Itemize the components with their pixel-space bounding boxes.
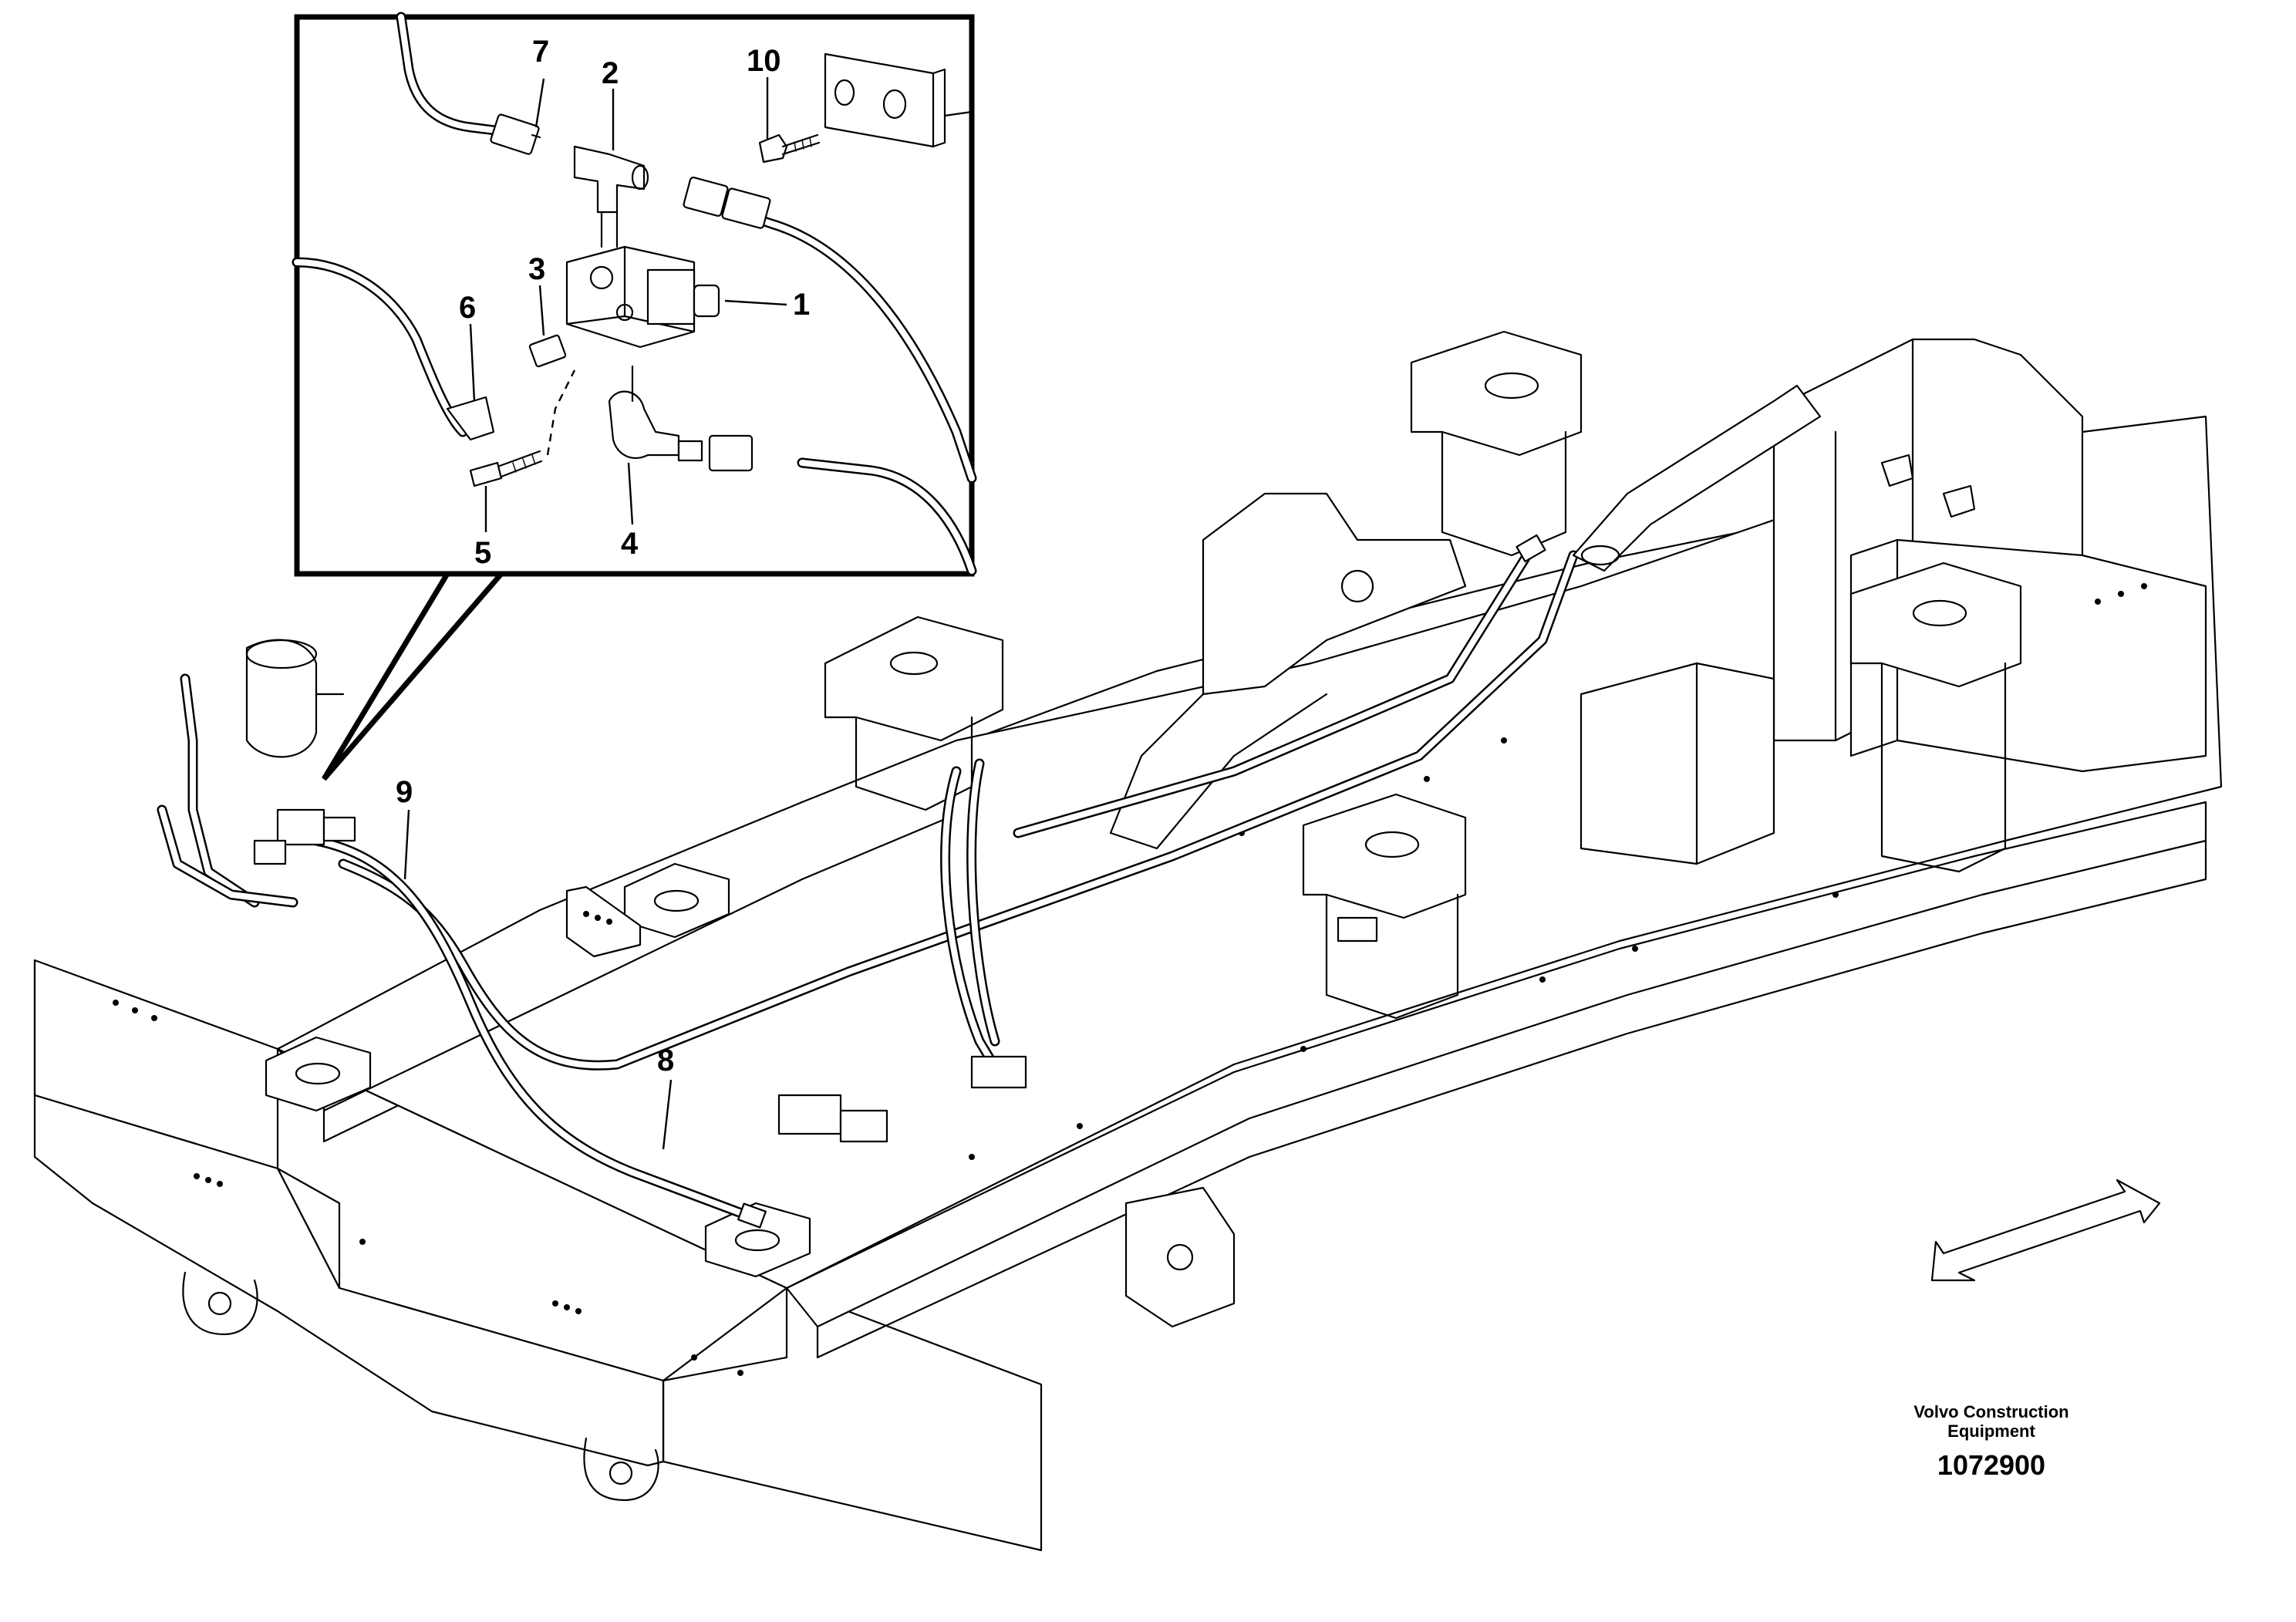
callout-6: 6: [459, 291, 476, 325]
brand-line-1: Volvo Construction: [1913, 1402, 2068, 1421]
direction-arrow-icon: [1930, 1179, 2161, 1282]
machine-hoses: [157, 384, 1822, 1229]
brand-line-2: Equipment: [1947, 1421, 2035, 1441]
document-number: 1072900: [1937, 1449, 2045, 1481]
callout-9: 9: [396, 775, 413, 809]
chassis-frame: [33, 330, 2223, 1552]
callout-8: 8: [657, 1044, 674, 1077]
callout-7: 7: [532, 35, 549, 69]
callout-10: 10: [747, 44, 781, 78]
callout-5: 5: [474, 536, 491, 570]
callout-3: 3: [528, 252, 545, 286]
callout-4: 4: [621, 527, 639, 561]
drawing-footer: Volvo Construction Equipment 1072900: [1913, 1402, 2068, 1481]
callout-2: 2: [602, 56, 619, 90]
detail-inset: [292, 12, 977, 781]
callout-leaders: [403, 77, 769, 1150]
callout-1: 1: [793, 288, 810, 322]
callout-labels: 1 2 3 4 5 6 7 8 9 10: [396, 35, 810, 1077]
